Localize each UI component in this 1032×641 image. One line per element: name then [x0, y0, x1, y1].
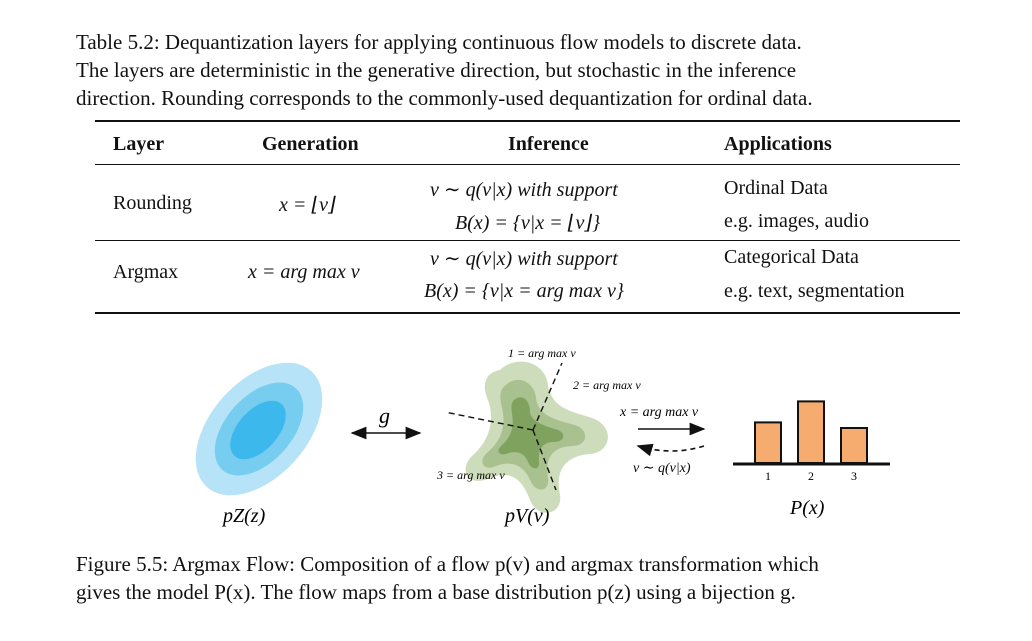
bijection-label: g — [379, 403, 390, 428]
bar-tick-label: 3 — [851, 469, 857, 483]
bar-category-3 — [840, 427, 868, 464]
base-distribution-label: pZ(z) — [221, 505, 266, 527]
header-layer: Layer — [113, 133, 165, 155]
output-distribution-label: P(x) — [789, 497, 825, 519]
row-inference-support: B(x) = {v|x = arg max v} — [424, 280, 624, 302]
header-applications: Applications — [724, 133, 832, 155]
bar-tick-label: 1 — [765, 469, 771, 483]
table-caption-line: Table 5.2: Dequantization layers for app… — [76, 30, 802, 54]
flow-distribution — [465, 361, 608, 513]
table-top-rule — [95, 120, 960, 122]
table-bottom-rule — [95, 312, 960, 314]
row-inference-line: v ∼ q(v|x) with support — [430, 179, 618, 201]
bar-category-1 — [754, 421, 782, 464]
row-layer-name: Rounding — [113, 192, 192, 214]
bar-category-2 — [797, 400, 825, 464]
row-application: Ordinal Data — [724, 177, 828, 199]
row-inference-support: B(x) = {v|x = ⌊v⌋} — [455, 212, 601, 234]
backward-sampling-label: v ∼ q(v|x) — [633, 461, 691, 476]
backward-dashed-arrow — [636, 443, 705, 457]
base-distribution — [195, 362, 323, 496]
table-row-rule — [95, 240, 960, 241]
base-inner-contour — [230, 400, 286, 460]
row-generation-formula: x = ⌊v⌋ — [279, 194, 336, 216]
table-caption-line: The layers are deterministic in the gene… — [76, 58, 797, 82]
row-generation-formula: x = arg max v — [248, 261, 360, 283]
forward-argmax-label: x = arg max v — [619, 405, 699, 420]
row-application: Categorical Data — [724, 246, 859, 268]
header-generation: Generation — [262, 133, 359, 155]
row-application-examples: e.g. text, segmentation — [724, 280, 905, 302]
figure-caption-line: Figure 5.5: Argmax Flow: Composition of … — [76, 552, 819, 576]
row-inference-line: v ∼ q(v|x) with support — [430, 248, 618, 270]
header-inference: Inference — [508, 133, 589, 155]
figure-caption-line: gives the model P(x). The flow maps from… — [76, 580, 796, 604]
region-label: 3 = arg max v — [436, 468, 505, 482]
bar-tick-label: 2 — [808, 469, 814, 483]
decision-boundaries — [444, 362, 563, 491]
figure-caption: Figure 5.5: Argmax Flow: Composition of … — [76, 550, 996, 606]
flow-distribution-label: pV(v) — [503, 505, 550, 527]
region-label: 2 = arg max v — [573, 378, 641, 392]
table-header-rule — [95, 164, 960, 165]
table-caption-line: direction. Rounding corresponds to the c… — [76, 86, 813, 110]
region-label: 1 = arg max v — [508, 346, 576, 360]
table-caption: Table 5.2: Dequantization layers for app… — [76, 28, 976, 112]
output-distribution-bar-chart: 1 2 3 — [733, 400, 890, 483]
row-application-examples: e.g. images, audio — [724, 210, 869, 232]
flow-inner-contour — [498, 397, 564, 469]
row-layer-name: Argmax — [113, 261, 179, 283]
